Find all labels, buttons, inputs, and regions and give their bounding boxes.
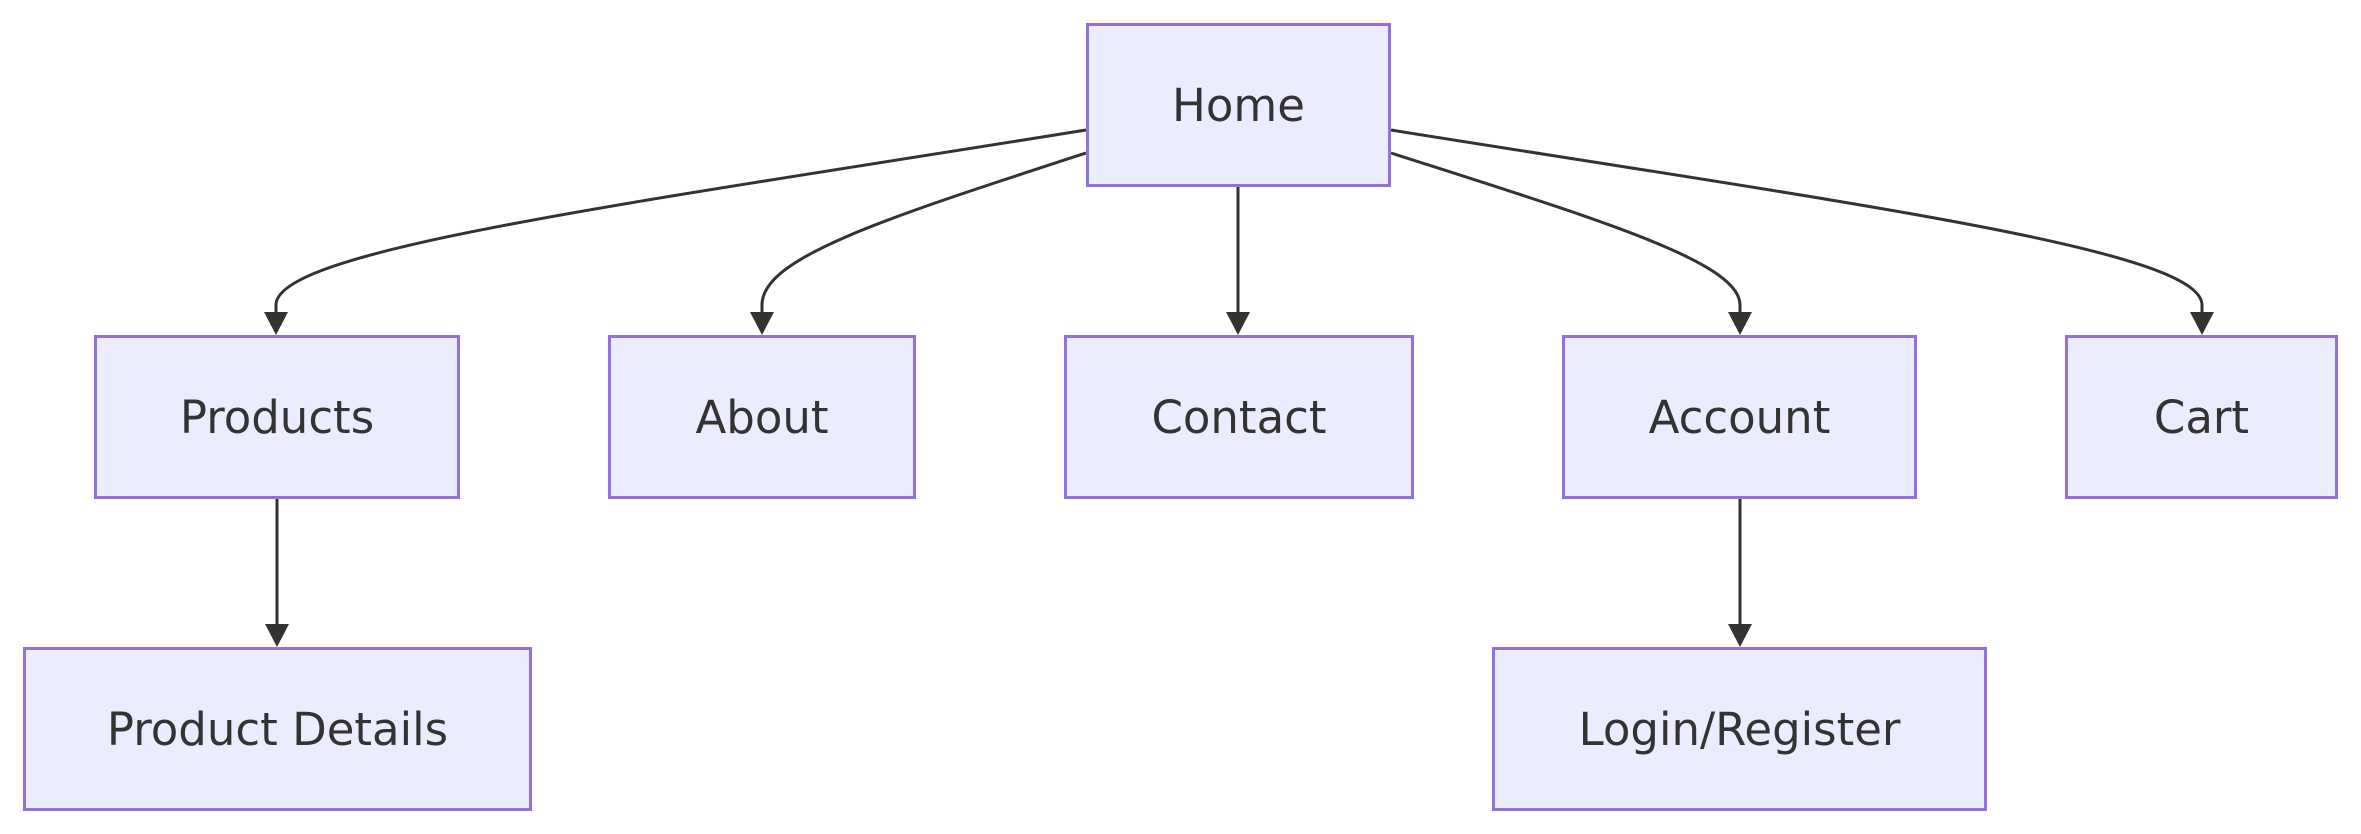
node-home-label: Home bbox=[1172, 78, 1305, 132]
node-cart-label: Cart bbox=[2153, 390, 2250, 444]
arrowhead-about bbox=[750, 312, 774, 335]
edge-home-cart bbox=[1390, 128, 2204, 315]
arrowhead-account bbox=[1728, 312, 1752, 335]
node-contact-label: Contact bbox=[1151, 390, 1327, 444]
node-login-register-label: Login/Register bbox=[1578, 702, 1901, 756]
node-product-details: Product Details bbox=[23, 647, 532, 811]
arrowhead-login bbox=[1728, 624, 1752, 647]
node-account: Account bbox=[1562, 335, 1917, 499]
node-cart: Cart bbox=[2065, 335, 2338, 499]
arrowhead-details bbox=[265, 624, 289, 647]
arrowhead-products bbox=[264, 312, 288, 335]
node-about-label: About bbox=[695, 390, 829, 444]
node-account-label: Account bbox=[1648, 390, 1831, 444]
node-login-register: Login/Register bbox=[1492, 647, 1987, 811]
edge-home-products bbox=[274, 128, 1087, 315]
node-products-label: Products bbox=[179, 390, 375, 444]
edge-home-account bbox=[1390, 151, 1742, 315]
node-home: Home bbox=[1086, 23, 1391, 187]
arrowhead-cart bbox=[2190, 312, 2214, 335]
arrowhead-contact bbox=[1226, 312, 1250, 335]
node-contact: Contact bbox=[1064, 335, 1414, 499]
node-products: Products bbox=[94, 335, 460, 499]
edge-home-about bbox=[760, 151, 1087, 315]
node-about: About bbox=[608, 335, 916, 499]
node-product-details-label: Product Details bbox=[106, 702, 449, 756]
